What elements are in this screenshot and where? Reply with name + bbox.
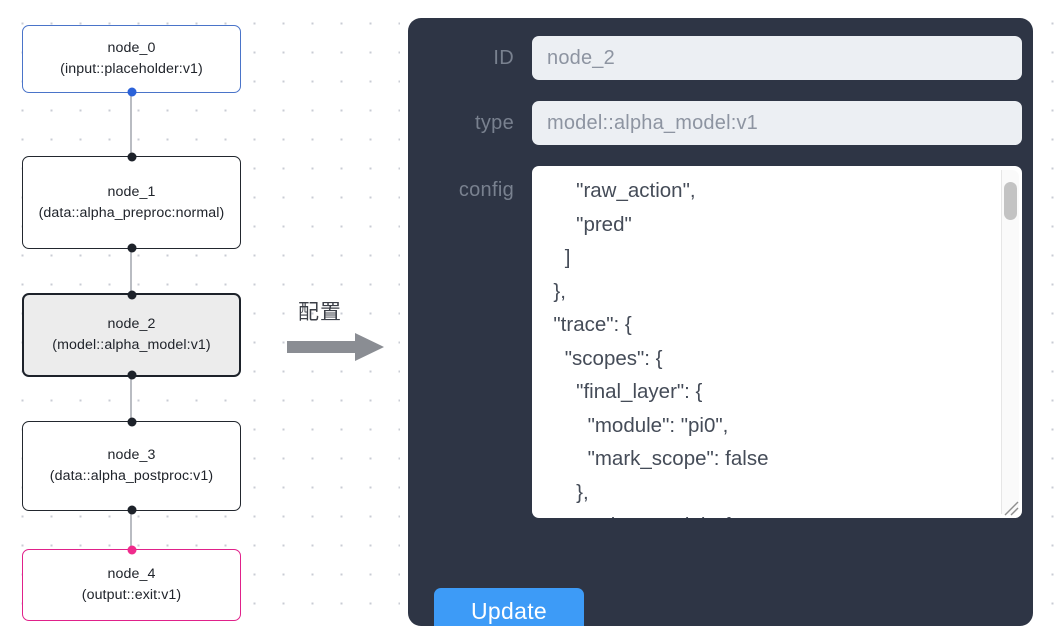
node-port-output[interactable] (127, 505, 136, 515)
type-input[interactable] (532, 101, 1022, 145)
graph-node-node_0[interactable]: node_0 (input::placeholder:v1) (22, 25, 241, 97)
graph-node-node_2[interactable]: node_2 (model::alpha_model:v1) (22, 290, 241, 380)
transition-label: 配置 (298, 300, 342, 324)
graph-node-node_3[interactable]: node_3 (data::alpha_postproc:v1) (22, 417, 241, 515)
node-port-output[interactable] (127, 243, 136, 253)
config-field-label: config (458, 179, 514, 201)
id-field-label: ID (493, 47, 514, 69)
graph-node-title: node_1 (107, 183, 156, 200)
node-port-input[interactable] (127, 152, 136, 162)
node-config-panel: ID type config "raw_action", "pred" ] },… (408, 18, 1033, 626)
graph-node-subtitle: (data::alpha_postproc:v1) (49, 468, 214, 484)
graph-node-title: node_0 (107, 40, 156, 57)
graph-node-title: node_3 (107, 447, 156, 464)
edge-node2-node3 (130, 377, 132, 421)
graph-node-title: node_2 (107, 316, 156, 333)
field-row-config: config "raw_action", "pred" ] }, "trace"… (408, 166, 1033, 518)
right-arrow-icon (287, 333, 384, 361)
graph-node-node_1[interactable]: node_1 (data::alpha_preproc:normal) (22, 152, 241, 253)
update-button[interactable]: Update (434, 588, 584, 626)
edge-node0-node1 (130, 93, 132, 156)
edge-node1-node2 (130, 249, 132, 293)
graph-node-title: node_4 (107, 566, 156, 583)
field-row-type: type (408, 101, 1033, 145)
node-port-input[interactable] (127, 545, 136, 555)
transition-annotation: 配置 (287, 296, 397, 362)
graph-node-subtitle: (data::alpha_preproc:normal) (38, 204, 225, 221)
config-textarea[interactable]: "raw_action", "pred" ] }, "trace": { "sc… (532, 166, 1022, 518)
node-port-input[interactable] (127, 417, 136, 427)
node-port-output[interactable] (127, 370, 136, 380)
resize-grip-icon[interactable] (1002, 499, 1020, 517)
config-scrollbar[interactable] (1001, 170, 1019, 514)
node-port-input[interactable] (127, 290, 136, 300)
node-port-output[interactable] (127, 87, 136, 97)
type-field-label: type (474, 112, 514, 134)
config-scrollbar-thumb[interactable] (1004, 182, 1017, 220)
graph-node-subtitle: (model::alpha_model:v1) (52, 337, 211, 353)
id-input[interactable] (532, 36, 1022, 80)
field-row-id: ID (408, 36, 1033, 80)
graph-node-subtitle: (input::placeholder:v1) (60, 61, 203, 77)
graph-node-node_4[interactable]: node_4 (output::exit:v1) (22, 545, 241, 621)
edge-node3-node4 (130, 511, 132, 549)
graph-node-subtitle: (output::exit:v1) (81, 587, 182, 603)
graph-canvas[interactable]: node_0 (input::placeholder:v1) node_1 (d… (0, 0, 400, 643)
config-textarea-wrap: "raw_action", "pred" ] }, "trace": { "sc… (532, 166, 1022, 518)
viewport-bottom-mask (0, 626, 1062, 643)
